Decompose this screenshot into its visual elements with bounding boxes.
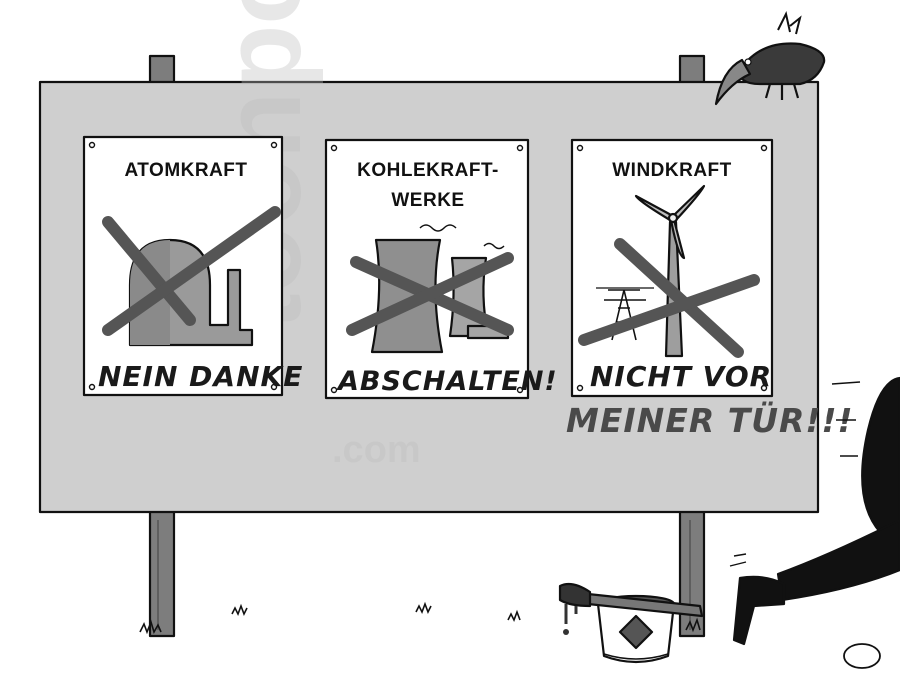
poster-kohlekraftwerke: KOHLEKRAFT- WERKE ABSCHALTEN!	[324, 138, 558, 400]
poster-title-line-1: KOHLEKRAFT-	[357, 160, 499, 181]
graffiti-text: MEINER TÜR!!!	[566, 400, 854, 440]
watermark-domain: .com	[332, 429, 421, 471]
poster-slogan: NICHT VOR	[590, 360, 772, 393]
grass	[139, 601, 701, 635]
poster-title-line-2: WERKE	[391, 190, 464, 211]
poster-title: WINDKRAFT	[612, 160, 732, 181]
poster-windkraft: WINDKRAFT NICHT VOR	[570, 138, 774, 398]
running-figure	[729, 376, 900, 646]
crow	[714, 11, 826, 106]
paint-brush	[558, 582, 704, 635]
poster-atomkraft: ATOMKRAFT NEIN DANKE	[82, 135, 303, 397]
poster-slogan: ABSCHALTEN!	[336, 366, 558, 397]
signature	[843, 643, 881, 669]
poster-slogan: NEIN DANKE	[98, 360, 303, 393]
poster-title: ATOMKRAFT	[124, 160, 247, 181]
